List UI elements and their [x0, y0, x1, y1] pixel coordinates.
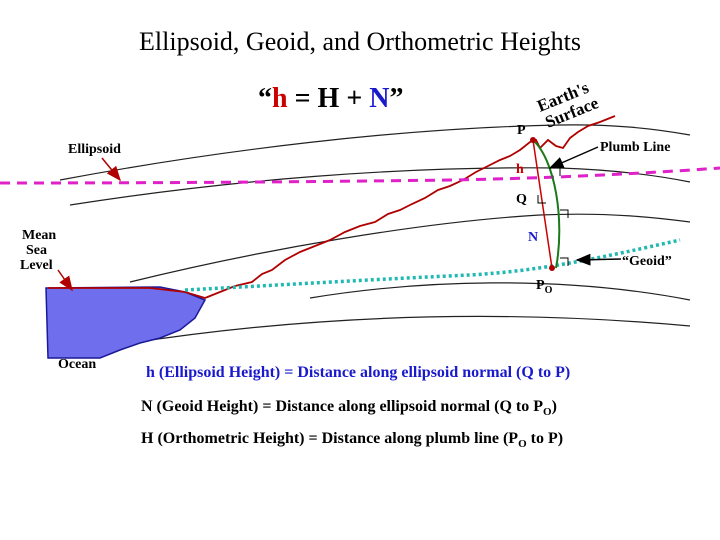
definition-h: h (Ellipsoid Height) = Distance along el…: [146, 364, 570, 381]
contour-line-2: [69, 167, 691, 206]
point-P: [530, 137, 536, 143]
plumb-line: [532, 139, 561, 269]
label-N: N: [528, 230, 538, 245]
equation: “h = H + N”: [258, 83, 404, 114]
equation-plus: +: [339, 83, 369, 114]
right-angle-q: [537, 195, 546, 204]
label-level: Level: [20, 258, 53, 273]
ellipsoid-line: [0, 166, 720, 185]
label-PO-sub: O: [545, 285, 553, 296]
right-angle-contour: [560, 209, 569, 218]
label-h: h: [516, 162, 524, 177]
contour-line-1: [59, 124, 691, 181]
label-PO: PO: [536, 278, 553, 296]
mean-sea-level-arrow: [57, 269, 73, 292]
ellipsoid-normal-line: [532, 139, 553, 269]
equation-h: h: [272, 83, 288, 114]
label-PO-main: P: [536, 278, 545, 293]
earth-surface-line: [48, 115, 616, 299]
contour-line-3: [129, 213, 691, 283]
plumb-line-arrow: [548, 146, 599, 169]
equation-close-quote: ”: [390, 83, 404, 114]
label-sea: Sea: [26, 243, 47, 258]
ocean-shape: [45, 286, 207, 359]
label-ellipsoid: Ellipsoid: [68, 142, 121, 157]
label-plumb-line: Plumb Line: [600, 140, 670, 155]
equation-open-quote: “: [258, 83, 272, 114]
page-title: Ellipsoid, Geoid, and Orthometric Height…: [139, 27, 581, 56]
ellipsoid-arrow: [101, 157, 121, 182]
right-angle-ellipsoid: [552, 167, 561, 176]
definition-N-sub: O: [543, 406, 552, 418]
label-ocean: Ocean: [58, 357, 96, 372]
equation-N: N: [369, 83, 389, 114]
definition-H-post: to P): [527, 430, 563, 447]
definition-N: N (Geoid Height) = Distance along ellips…: [141, 398, 557, 418]
contour-line-4: [309, 282, 691, 301]
label-Q: Q: [516, 192, 527, 207]
point-PO: [549, 265, 555, 271]
definition-H: H (Orthometric Height) = Distance along …: [141, 430, 563, 450]
definition-H-sub: O: [518, 438, 527, 450]
label-mean: Mean: [22, 228, 56, 243]
geoid-arrow: [575, 253, 622, 266]
definition-N-pre: N (Geoid Height) = Distance along ellips…: [141, 398, 543, 415]
geoid-line: [184, 238, 681, 292]
equation-H: H: [318, 83, 340, 114]
definition-N-post: ): [552, 398, 557, 415]
right-angle-geoid: [560, 257, 569, 266]
equation-equals: =: [288, 83, 318, 114]
definition-H-pre: H (Orthometric Height) = Distance along …: [141, 430, 518, 447]
label-geoid: “Geoid”: [622, 254, 672, 269]
label-P: P: [517, 123, 526, 138]
